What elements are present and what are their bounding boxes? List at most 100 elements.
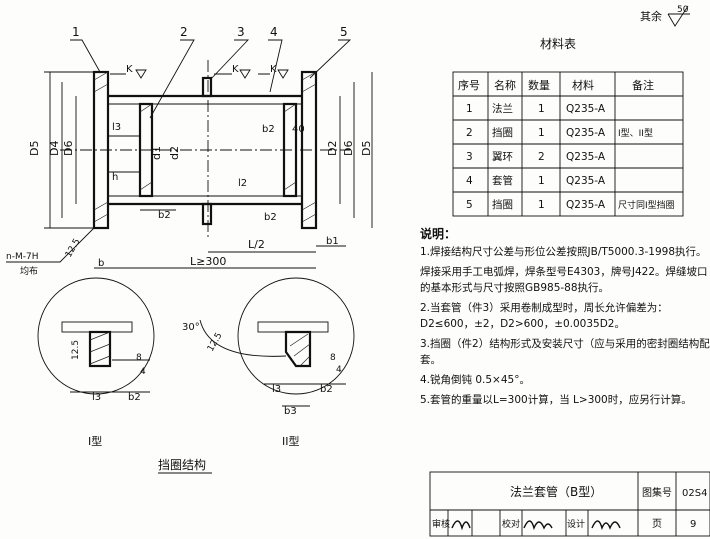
mt-cell-r3-c3: 2 [538, 151, 545, 163]
mt-header-no: 序号 [458, 78, 480, 92]
dim-d2: d2 [168, 146, 181, 160]
signature-scribbles [451, 520, 621, 531]
check-label: 校对 [502, 518, 520, 530]
atlas-label: 图集号 [642, 486, 672, 499]
mt-cell-r1-c3: 1 [538, 103, 545, 115]
detail2-angle: 30° [182, 322, 200, 333]
mt-cell-r4-c2: 套管 [492, 174, 513, 187]
material-table-title: 材料表 [540, 37, 576, 51]
dim-d2-right: D2 [326, 141, 339, 156]
mt-cell-r5-c5: 尺寸同I型挡圈 [618, 199, 675, 211]
weld-k-right: K [270, 64, 277, 75]
weld-k-left: K [126, 64, 133, 75]
design-label: 设计 [567, 518, 585, 530]
mt-cell-r5-c4: Q235-A [566, 199, 606, 211]
detail1-dim-b2: b2 [128, 392, 141, 403]
roughness-symbol-icon [667, 5, 690, 27]
detail1-weld-4: 4 [140, 367, 146, 377]
mt-cell-r5-c3: 1 [538, 199, 545, 211]
drawing-title: 法兰套管（B型） [510, 484, 602, 499]
mt-cell-r4-c3: 1 [538, 175, 545, 187]
detail2-weld-8: 8 [330, 353, 336, 363]
balloon-3: 3 [237, 25, 245, 39]
mt-cell-r4-c4: Q235-A [566, 175, 606, 187]
thread-callout: n-M-7H [6, 252, 38, 262]
note-item: 焊接采用手工电弧焊，焊条型号E4303，牌号J422。焊缝坡口的基本形式与尺寸按… [420, 266, 708, 294]
mt-cell-r5-c2: 挡圈 [492, 198, 513, 211]
wing-ring-bottom [201, 202, 213, 226]
balloon-1: 1 [72, 25, 80, 39]
balloon-4: 4 [270, 25, 278, 39]
detail-type-1: 12.5 8 4 l3 b2 I型 [37, 277, 155, 448]
notes-title: 说明： [420, 227, 457, 241]
mt-cell-r2-c1: 2 [466, 127, 473, 139]
page-number: 9 [690, 519, 696, 530]
roughness-125-main: 12.5 [64, 237, 83, 259]
note-item: 2.当套管（件3）采用卷制成型时，周长允许偏差为：D2≤600，±2，D2>60… [420, 302, 668, 330]
type2-label: II型 [282, 434, 300, 448]
dim-h: h [112, 172, 118, 183]
main-assembly-view: D5 D4 D6 d1 d2 D2 D6 D5 l3 h b2 b2 40 l2… [6, 60, 373, 277]
title-block: 法兰套管（B型） 图集号 02S4 审核 校对 设计 页 9 [429, 471, 710, 537]
dim-l3: l3 [112, 122, 121, 133]
thread-leader [6, 227, 95, 263]
wing-ring-top [201, 76, 213, 98]
mt-cell-r2-c3: 1 [538, 127, 545, 139]
dim-b: b [98, 258, 104, 269]
dim-d4: D4 [48, 141, 61, 156]
mt-cell-r3-c4: Q235-A [566, 151, 606, 163]
roughness-value: 50 [677, 5, 689, 15]
detail-type-2: 30° 12.5 8 4 l3 b2 b3 II型 [182, 277, 355, 448]
dim-half-length: L/2 [248, 238, 265, 251]
mt-cell-r2-c5: I型、II型 [618, 128, 653, 139]
weld-symbol-icon [110, 69, 289, 79]
note-item: 1.焊接结构尺寸公差与形位公差按照JB/T5000.3-1998执行。 [420, 246, 707, 258]
type1-label: I型 [88, 434, 102, 448]
mt-header-name: 名称 [494, 78, 516, 92]
detail1-weld-8: 8 [136, 353, 142, 363]
dim-b2-right: b2 [262, 124, 275, 135]
mt-cell-r1-c2: 法兰 [492, 102, 513, 115]
note-item: 4.锐角倒钝 0.5×45°。 [420, 374, 530, 386]
thread-note: 均布 [20, 265, 38, 277]
review-label: 审核 [432, 518, 450, 530]
atlas-number: 02S4 [682, 488, 707, 499]
dim-d5-left: D5 [28, 141, 41, 156]
detail2-dim-b2: b2 [320, 384, 333, 395]
balloon-2: 2 [180, 25, 188, 39]
mt-cell-r4-c1: 4 [466, 175, 473, 187]
mt-cell-r1-c1: 1 [466, 103, 473, 115]
note-item: 3.挡圈（件2）结构形式及安装尺寸（应与采用的密封圈结构配套。 [420, 338, 710, 366]
detail1-dim-l3: l3 [92, 392, 101, 403]
balloon-callouts: 1 2 3 4 5 [70, 25, 352, 119]
mt-cell-r1-c4: Q235-A [566, 103, 606, 115]
note-item: 5.套管的重量以L=300计算，当 L>300时，应另行计算。 [420, 394, 692, 406]
dim-overall-length: L≥300 [190, 255, 226, 268]
detail2-dim-b3: b3 [284, 406, 297, 417]
roughness-label: 其余 [640, 9, 662, 23]
notes-list: 1.焊接结构尺寸公差与形位公差按照JB/T5000.3-1998执行。焊接采用手… [420, 244, 710, 408]
mt-header-qty: 数量 [528, 79, 550, 92]
dim-b2-bottom: b2 [264, 212, 277, 223]
dim-d6-left: D6 [62, 141, 75, 156]
detail1-dim-125: 12.5 [71, 340, 81, 360]
retaining-ring-caption: 挡圈结构 [158, 457, 206, 472]
leader-lines [70, 39, 352, 119]
mt-header-remark: 备注 [632, 78, 654, 92]
mt-cell-r2-c2: 挡圈 [492, 126, 513, 139]
mt-header-material: 材料 [572, 78, 594, 92]
mt-cell-r3-c1: 3 [466, 151, 473, 163]
notes-section: 说明： 1.焊接结构尺寸公差与形位公差按照JB/T5000.3-1998执行。焊… [420, 226, 710, 412]
detail2-dim-l3: l3 [272, 384, 281, 395]
dim-40: 40 [292, 124, 305, 135]
page-label: 页 [652, 518, 662, 530]
dim-d5-right: D5 [360, 141, 373, 156]
mt-cell-r2-c4: Q235-A [566, 127, 606, 139]
dim-b2: b2 [158, 210, 171, 221]
mt-cell-r5-c1: 5 [466, 199, 473, 211]
dim-d1: d1 [150, 146, 163, 160]
